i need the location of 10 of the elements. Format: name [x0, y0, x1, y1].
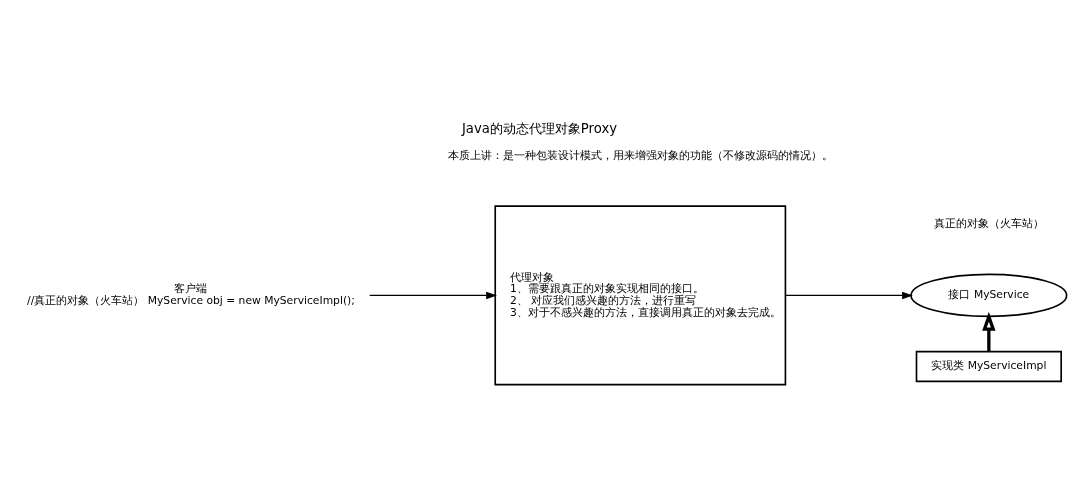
arrow [982, 311, 996, 352]
node-text: 客户端 //真正的对象（火车站） MyService obj = new MyServiceImpl(); [27, 282, 355, 307]
arrow [369, 291, 497, 300]
node-ellipse: 接口 MyService [910, 273, 1068, 318]
diagram-title: Java的动态代理对象Proxy [461, 121, 618, 137]
node-box: 实现类 MyServiceImpl [915, 350, 1062, 383]
label: 本质上讲：是一种包装设计模式，用来增强对象的功能（不修改源码的情况）。 [447, 148, 833, 162]
label: 真正的对象（火车站） [933, 217, 1044, 231]
node-box: 代理对象 1、需要跟真正的对象实现相同的接口。 2、 对应我们感兴趣的方法，进行重写 3、对于不感兴趣的方法，直接调用真正的对象去完成。 [494, 205, 787, 386]
arrow [784, 291, 913, 300]
